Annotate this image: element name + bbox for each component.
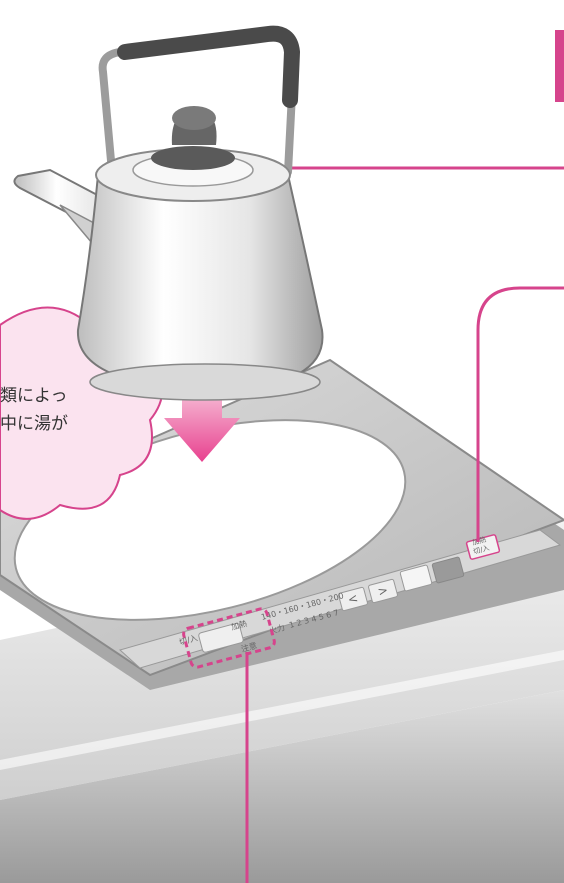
control-panel: 切/入 加熱 注意 140・160・180・200 火力 1 2 3 4 5 6… <box>178 534 501 669</box>
cloud-text-line2: 中に湯が <box>0 414 68 434</box>
callout-lines <box>245 30 564 883</box>
right-bottom-label: 切/入 <box>472 544 490 556</box>
increase-button[interactable] <box>368 578 398 604</box>
callout-box-top <box>555 30 564 102</box>
power-button[interactable] <box>198 622 244 653</box>
decrease-button[interactable] <box>338 586 368 612</box>
left-mode-label: 加熱 <box>230 618 248 632</box>
blank-button[interactable] <box>399 564 433 592</box>
decrease-symbol: < <box>346 591 359 607</box>
cloud-text-line1: 類によっ <box>0 386 68 406</box>
down-arrow-icon <box>164 385 240 462</box>
left-caution-label: 注意 <box>240 640 258 654</box>
increase-symbol: > <box>376 583 389 599</box>
right-power-button[interactable] <box>465 534 501 560</box>
grey-button[interactable] <box>431 556 465 584</box>
kettle-icon <box>13 25 324 401</box>
cloud-text: 類によっ 中に湯が <box>0 382 68 438</box>
